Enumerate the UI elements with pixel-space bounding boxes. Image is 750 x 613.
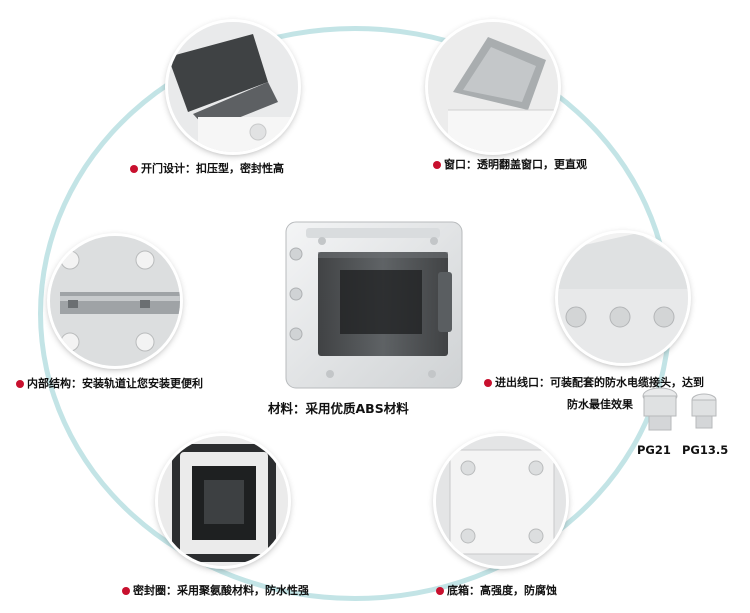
gland-label-pg21: PG21 xyxy=(637,443,671,457)
gland-label-pg13-5: PG13.5 xyxy=(682,443,729,457)
bottom-box-caption: 底箱：高强度，防腐蚀 xyxy=(436,582,557,598)
bullet-icon xyxy=(16,379,24,388)
material-caption: 材料：采用优质ABS材料 xyxy=(268,401,409,416)
bullet-icon xyxy=(436,586,444,595)
interior-caption: 内部结构：安装轨道让您安装更便利 xyxy=(16,375,203,391)
cable-entry-caption-line1: 进出线口：可装配套的防水电缆接头，达到 xyxy=(495,376,704,389)
cable-gland-image xyxy=(642,387,717,431)
bullet-icon xyxy=(484,378,492,387)
window-caption: 窗口：透明翻盖窗口，更直观 xyxy=(433,156,587,172)
bottom-box-detail-image xyxy=(436,436,566,566)
bullet-icon xyxy=(433,160,441,169)
window-caption-text: 窗口：透明翻盖窗口，更直观 xyxy=(444,158,587,171)
enclosure-image xyxy=(285,221,463,389)
window-detail-image xyxy=(428,22,558,152)
door-caption-text: 开门设计：扣压型，密封性高 xyxy=(141,162,284,175)
bullet-icon xyxy=(122,586,130,595)
bottom-box-caption-text: 底箱：高强度，防腐蚀 xyxy=(447,584,557,597)
cable-entry-caption: 进出线口：可装配套的防水电缆接头，达到 xyxy=(484,374,704,390)
seal-caption: 密封圈：采用聚氨酸材料，防水性强 xyxy=(122,582,309,598)
interior-caption-text: 内部结构：安装轨道让您安装更便利 xyxy=(27,377,203,390)
door-caption: 开门设计：扣压型，密封性高 xyxy=(130,160,284,176)
seal-detail-image xyxy=(158,436,288,566)
interior-detail-image xyxy=(50,236,180,366)
bullet-icon xyxy=(130,164,138,173)
cable-entry-detail-image xyxy=(558,233,688,363)
cable-entry-caption-line2: 防水最佳效果 xyxy=(567,398,633,411)
seal-caption-text: 密封圈：采用聚氨酸材料，防水性强 xyxy=(133,584,309,597)
door-detail-image xyxy=(168,22,298,152)
